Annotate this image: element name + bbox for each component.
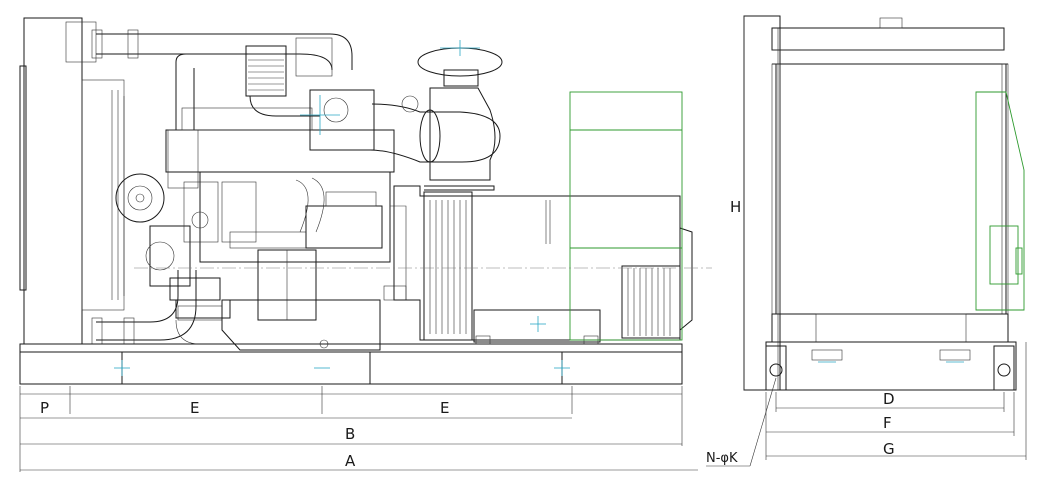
dim-label-a: A	[345, 452, 356, 470]
dim-label-p: P	[40, 399, 49, 417]
dim-label-e-first: E	[190, 399, 199, 417]
dim-label-d: D	[883, 390, 895, 408]
engine-block	[115, 89, 407, 321]
air-filter	[369, 47, 503, 181]
coolant-pipe-lower	[91, 270, 197, 345]
dim-label-e-second: E	[440, 399, 449, 417]
dim-label-g: G	[883, 440, 895, 458]
exhaust-bellows	[245, 45, 320, 117]
side-view: P E E B A	[19, 17, 712, 472]
end-view: H D F G N-φK	[706, 15, 1027, 467]
control-panel-outline	[569, 91, 683, 341]
coolant-pipe-upper	[91, 29, 353, 130]
side-view-dimensions	[19, 386, 698, 472]
center-lines	[134, 40, 712, 332]
alternator	[393, 185, 693, 345]
dim-label-b: B	[345, 425, 355, 443]
dim-label-hole: N-φK	[706, 451, 738, 466]
dim-label-h: H	[730, 198, 741, 216]
base-frame	[19, 343, 683, 385]
radiator	[19, 17, 125, 345]
dim-label-f: F	[883, 414, 892, 432]
engine-mounts	[169, 277, 381, 351]
